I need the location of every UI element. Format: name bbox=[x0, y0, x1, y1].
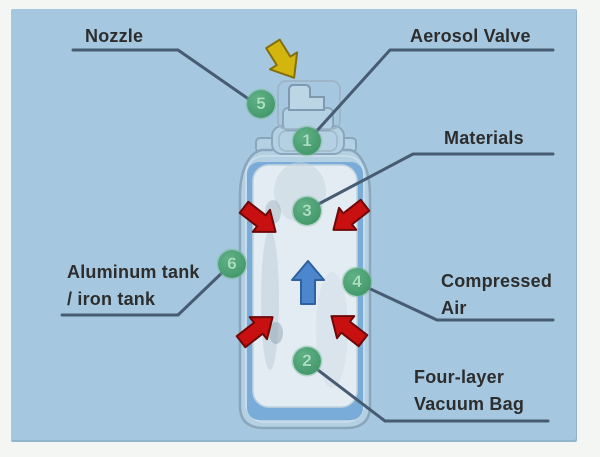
label-nozzle: Nozzle bbox=[85, 26, 144, 46]
badge-2-vacuum-bag: 2 bbox=[293, 347, 321, 375]
upward-flow-arrow-icon bbox=[291, 260, 325, 305]
label-aerosol-valve: Aerosol Valve bbox=[410, 26, 531, 46]
leader-line-aluminum-tank bbox=[60, 267, 228, 317]
label-line: / iron tank bbox=[67, 289, 156, 309]
leader-line-nozzle bbox=[71, 48, 252, 102]
label-materials: Materials bbox=[444, 128, 524, 148]
label-four-layer-vacuum-bag: Four-layer Vacuum Bag bbox=[414, 364, 524, 418]
badge-4-compressed-air: 4 bbox=[343, 268, 371, 296]
label-aluminum-tank: Aluminum tank / iron tank bbox=[67, 259, 200, 313]
leader-line-aerosol-valve bbox=[312, 48, 555, 136]
leader-lines bbox=[60, 48, 555, 423]
label-compressed-air: Compressed Air bbox=[441, 268, 552, 322]
badge-3-materials: 3 bbox=[293, 197, 321, 225]
leader-line-materials bbox=[309, 152, 555, 210]
leader-line-compressed-air bbox=[362, 284, 555, 322]
label-line: Aluminum tank bbox=[67, 262, 200, 282]
label-line: Vacuum Bag bbox=[414, 394, 525, 414]
label-line: Air bbox=[441, 298, 467, 318]
leader-line-four-layer bbox=[312, 365, 550, 423]
badge-6-aluminum-tank: 6 bbox=[218, 250, 246, 278]
badge-5-nozzle: 5 bbox=[247, 90, 275, 118]
label-line: Four-layer bbox=[414, 367, 505, 387]
press-down-spray-arrow-icon bbox=[265, 38, 299, 79]
bag-shading bbox=[261, 162, 348, 388]
badge-1-aerosol-valve: 1 bbox=[293, 127, 321, 155]
label-line: Compressed bbox=[441, 271, 553, 291]
nozzle-actuator bbox=[288, 84, 325, 111]
